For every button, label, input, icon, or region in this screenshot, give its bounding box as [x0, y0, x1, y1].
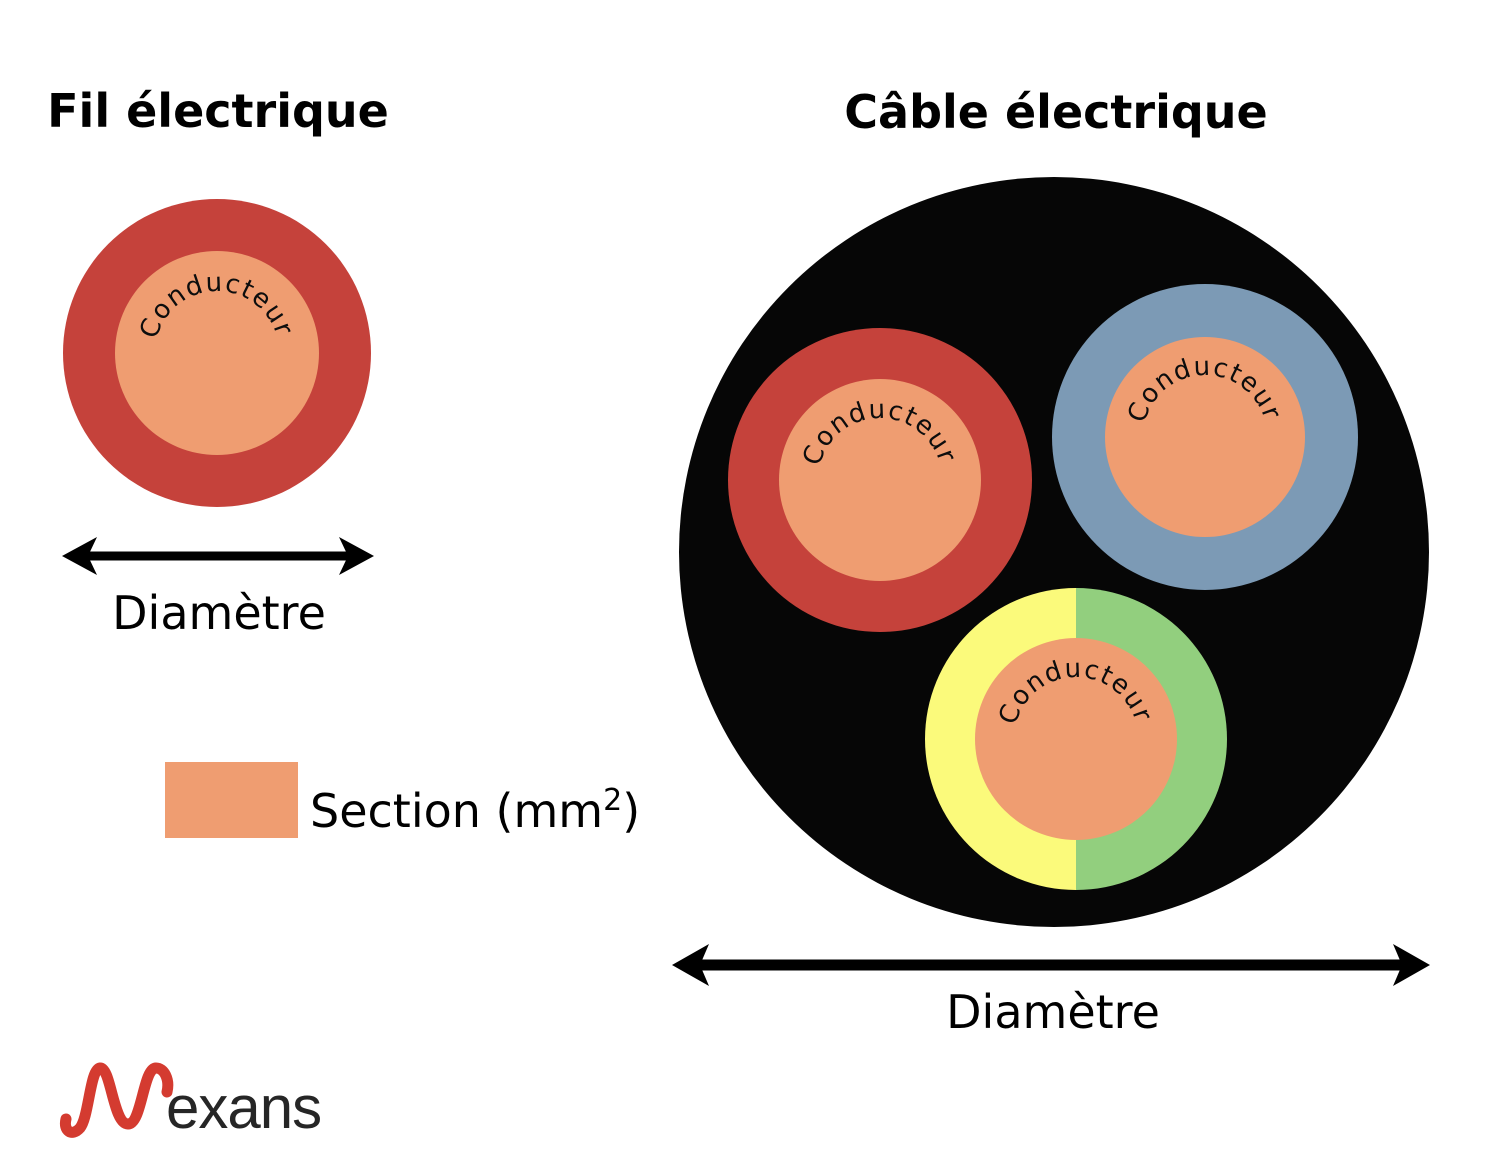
cable-conductor-yellow-green: Conducteur	[925, 588, 1227, 890]
nexans-logo: exans	[59, 1062, 322, 1141]
wire-title: Fil électrique	[47, 84, 389, 138]
arrow-head-left-icon	[62, 537, 97, 575]
legend-label: Section (mm2)	[310, 783, 640, 838]
wire-diameter-label: Diamètre	[112, 586, 326, 640]
legend-swatch	[165, 762, 298, 838]
wire-diagram: Fil électrique Conducteur Diamètre	[47, 84, 389, 640]
wire-conductor-circle	[115, 251, 319, 455]
nexans-wordmark: exans	[166, 1074, 321, 1141]
cable-title: Câble électrique	[844, 85, 1267, 139]
yellow-green-conductor-core-circle	[975, 638, 1177, 840]
cable-conductor-blue: Conducteur	[1052, 284, 1358, 590]
wire-diameter-arrow	[62, 537, 374, 575]
section-legend: Section (mm2)	[165, 762, 640, 838]
arrow-head-right-icon	[339, 537, 374, 575]
red-conductor-core-circle	[779, 379, 981, 581]
arrow-head-right-icon	[1393, 944, 1430, 986]
cable-diameter-arrow	[672, 944, 1430, 986]
cable-diagram: Câble électrique Conducteur Conducteur C…	[672, 85, 1430, 1039]
cable-conductor-red: Conducteur	[728, 328, 1032, 632]
blue-conductor-core-circle	[1105, 337, 1305, 537]
cable-diameter-label: Diamètre	[946, 985, 1160, 1039]
nexans-n-icon	[59, 1062, 174, 1138]
arrow-head-left-icon	[672, 944, 709, 986]
